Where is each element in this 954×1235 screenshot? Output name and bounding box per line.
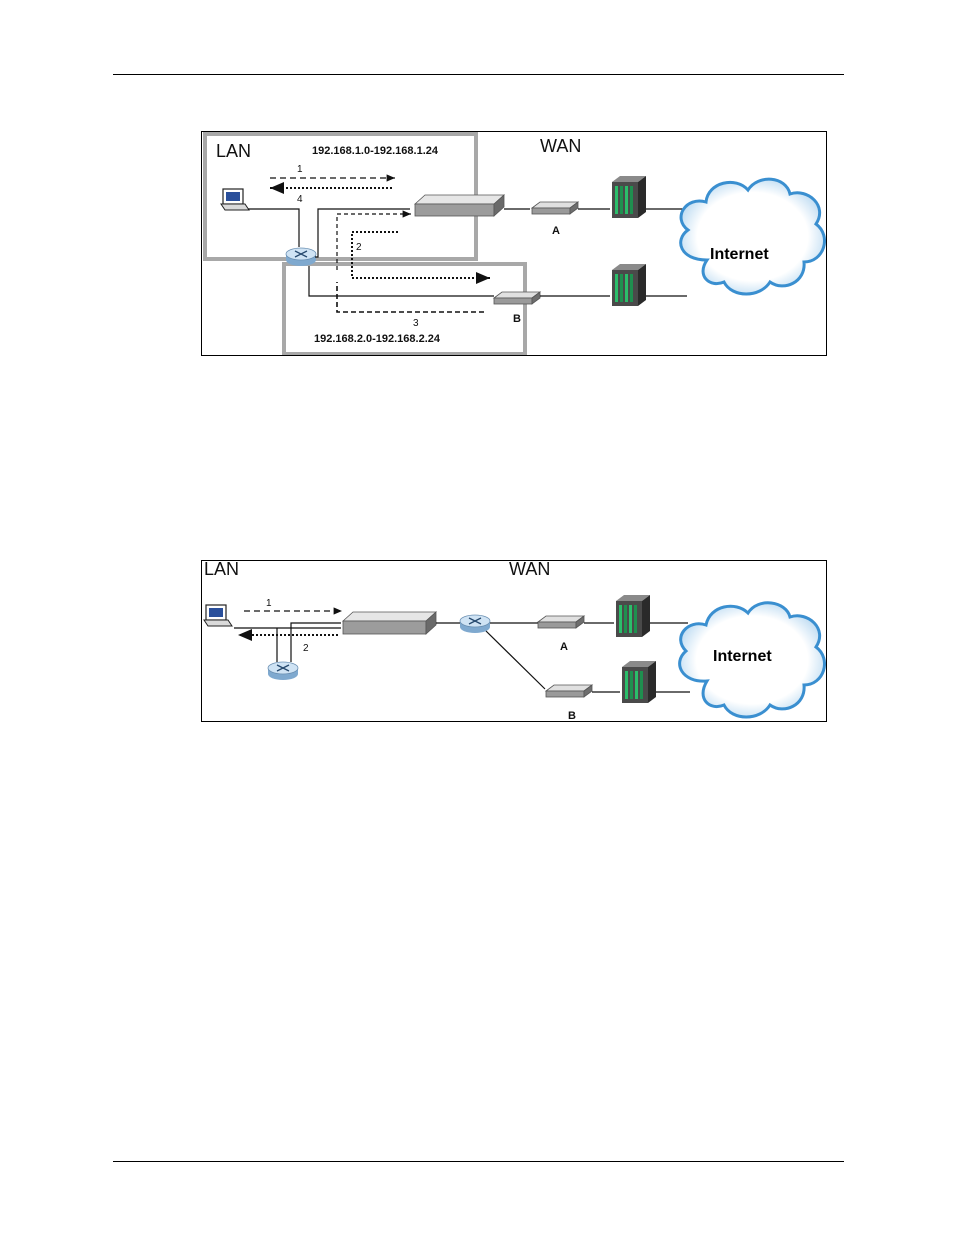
lan-router-icon [268,662,298,680]
modem-a-label: A [552,225,560,237]
flow-step-2-label: 2 [303,643,309,654]
flow-step-1-label: 1 [266,598,272,609]
figure-2-network-diagram: LAN WAN A B Internet 1 2 [201,560,827,722]
lan-label: LAN [204,561,239,579]
lan-subnet-2-label: 192.168.2.0-192.168.2.24 [314,333,441,345]
wan-label: WAN [509,561,550,579]
server-a-icon [612,176,646,218]
server-a-icon [616,595,650,637]
modem-b-label: B [513,313,521,325]
footer-rule [113,1161,844,1162]
server-b-icon [612,264,646,306]
lan-label: LAN [216,141,251,161]
gateway-device-icon [415,195,504,216]
laptop-icon [221,189,249,210]
flow-step-4-label: 4 [297,194,303,205]
modem-b-icon [546,685,592,697]
gateway-device-icon [343,612,436,634]
router-icon [286,248,316,266]
server-b-icon [622,661,656,703]
flow-step-2-label: 2 [356,242,362,253]
modem-a-icon [532,202,578,214]
internet-label: Internet [713,648,772,665]
internet-cloud-icon [681,179,825,294]
laptop-icon [204,605,232,626]
lan-subnet-1-label: 192.168.1.0-192.168.1.24 [312,145,439,157]
modem-a-icon [538,616,584,628]
modem-b-label: B [568,710,576,721]
figure-1-network-diagram: LAN WAN 192.168.1.0-192.168.1.24 192.168… [201,131,827,356]
flow-step-3-label: 3 [413,318,419,329]
modem-b-icon [494,292,540,304]
flow-step-1-label: 1 [297,164,303,175]
wan-label: WAN [540,136,581,156]
header-rule [113,74,844,75]
internet-label: Internet [710,246,769,263]
modem-a-label: A [560,641,568,653]
wan-router-icon [460,615,490,633]
